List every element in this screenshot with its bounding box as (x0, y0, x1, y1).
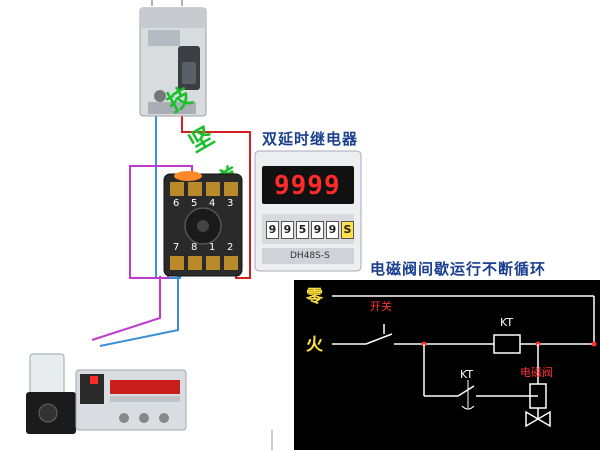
solenoid-valve (26, 353, 187, 434)
timer-dial[interactable]: 9 (266, 221, 279, 239)
loop-title: 电磁阀间歇运行不断循环 (370, 260, 547, 278)
live-label: 火 (306, 335, 323, 355)
timer-dials: 9 9 5 9 9 S (266, 221, 354, 239)
base-terminal-2: 2 (227, 242, 234, 253)
schematic-lines (332, 295, 597, 428)
valve-label: 电磁阀 (520, 366, 553, 379)
contact-kt-label: KT (460, 368, 474, 381)
purple-wire (129, 165, 193, 279)
breaker-top-wire (151, 0, 183, 6)
coil-kt-label: KT (500, 316, 514, 329)
timer-relay: 9999 9 9 5 9 9 S DH48S-S (254, 150, 362, 272)
base-terminal-7: 7 (173, 242, 180, 253)
base-terminal-6: 6 (173, 198, 180, 209)
circuit-breaker (139, 7, 207, 117)
timer-dial[interactable]: S (341, 221, 354, 239)
timer-dial[interactable]: 9 (311, 221, 324, 239)
timer-relay-title: 双延时继电器 (262, 130, 359, 148)
relay-base: 6 5 4 3 7 8 1 2 (158, 170, 248, 280)
base-terminal-4: 4 (209, 198, 216, 209)
purple-wire-to-valve (91, 276, 161, 341)
timer-model: DH48S-S (290, 251, 330, 261)
timer-dial[interactable]: 9 (281, 221, 294, 239)
blue-wire-to-valve (99, 276, 179, 347)
timer-dial[interactable]: 5 (296, 221, 309, 239)
base-terminal-3: 3 (227, 198, 234, 209)
base-terminal-8: 8 (191, 242, 198, 253)
timer-display: 9999 (274, 171, 341, 201)
schematic-panel: 零 火 开关 KT KT 电磁阀 (294, 280, 600, 450)
base-terminal-1: 1 (209, 242, 216, 253)
timer-dial[interactable]: 9 (326, 221, 339, 239)
neutral-label: 零 (306, 287, 323, 307)
switch-label: 开关 (370, 300, 392, 313)
base-terminal-5: 5 (191, 198, 198, 209)
